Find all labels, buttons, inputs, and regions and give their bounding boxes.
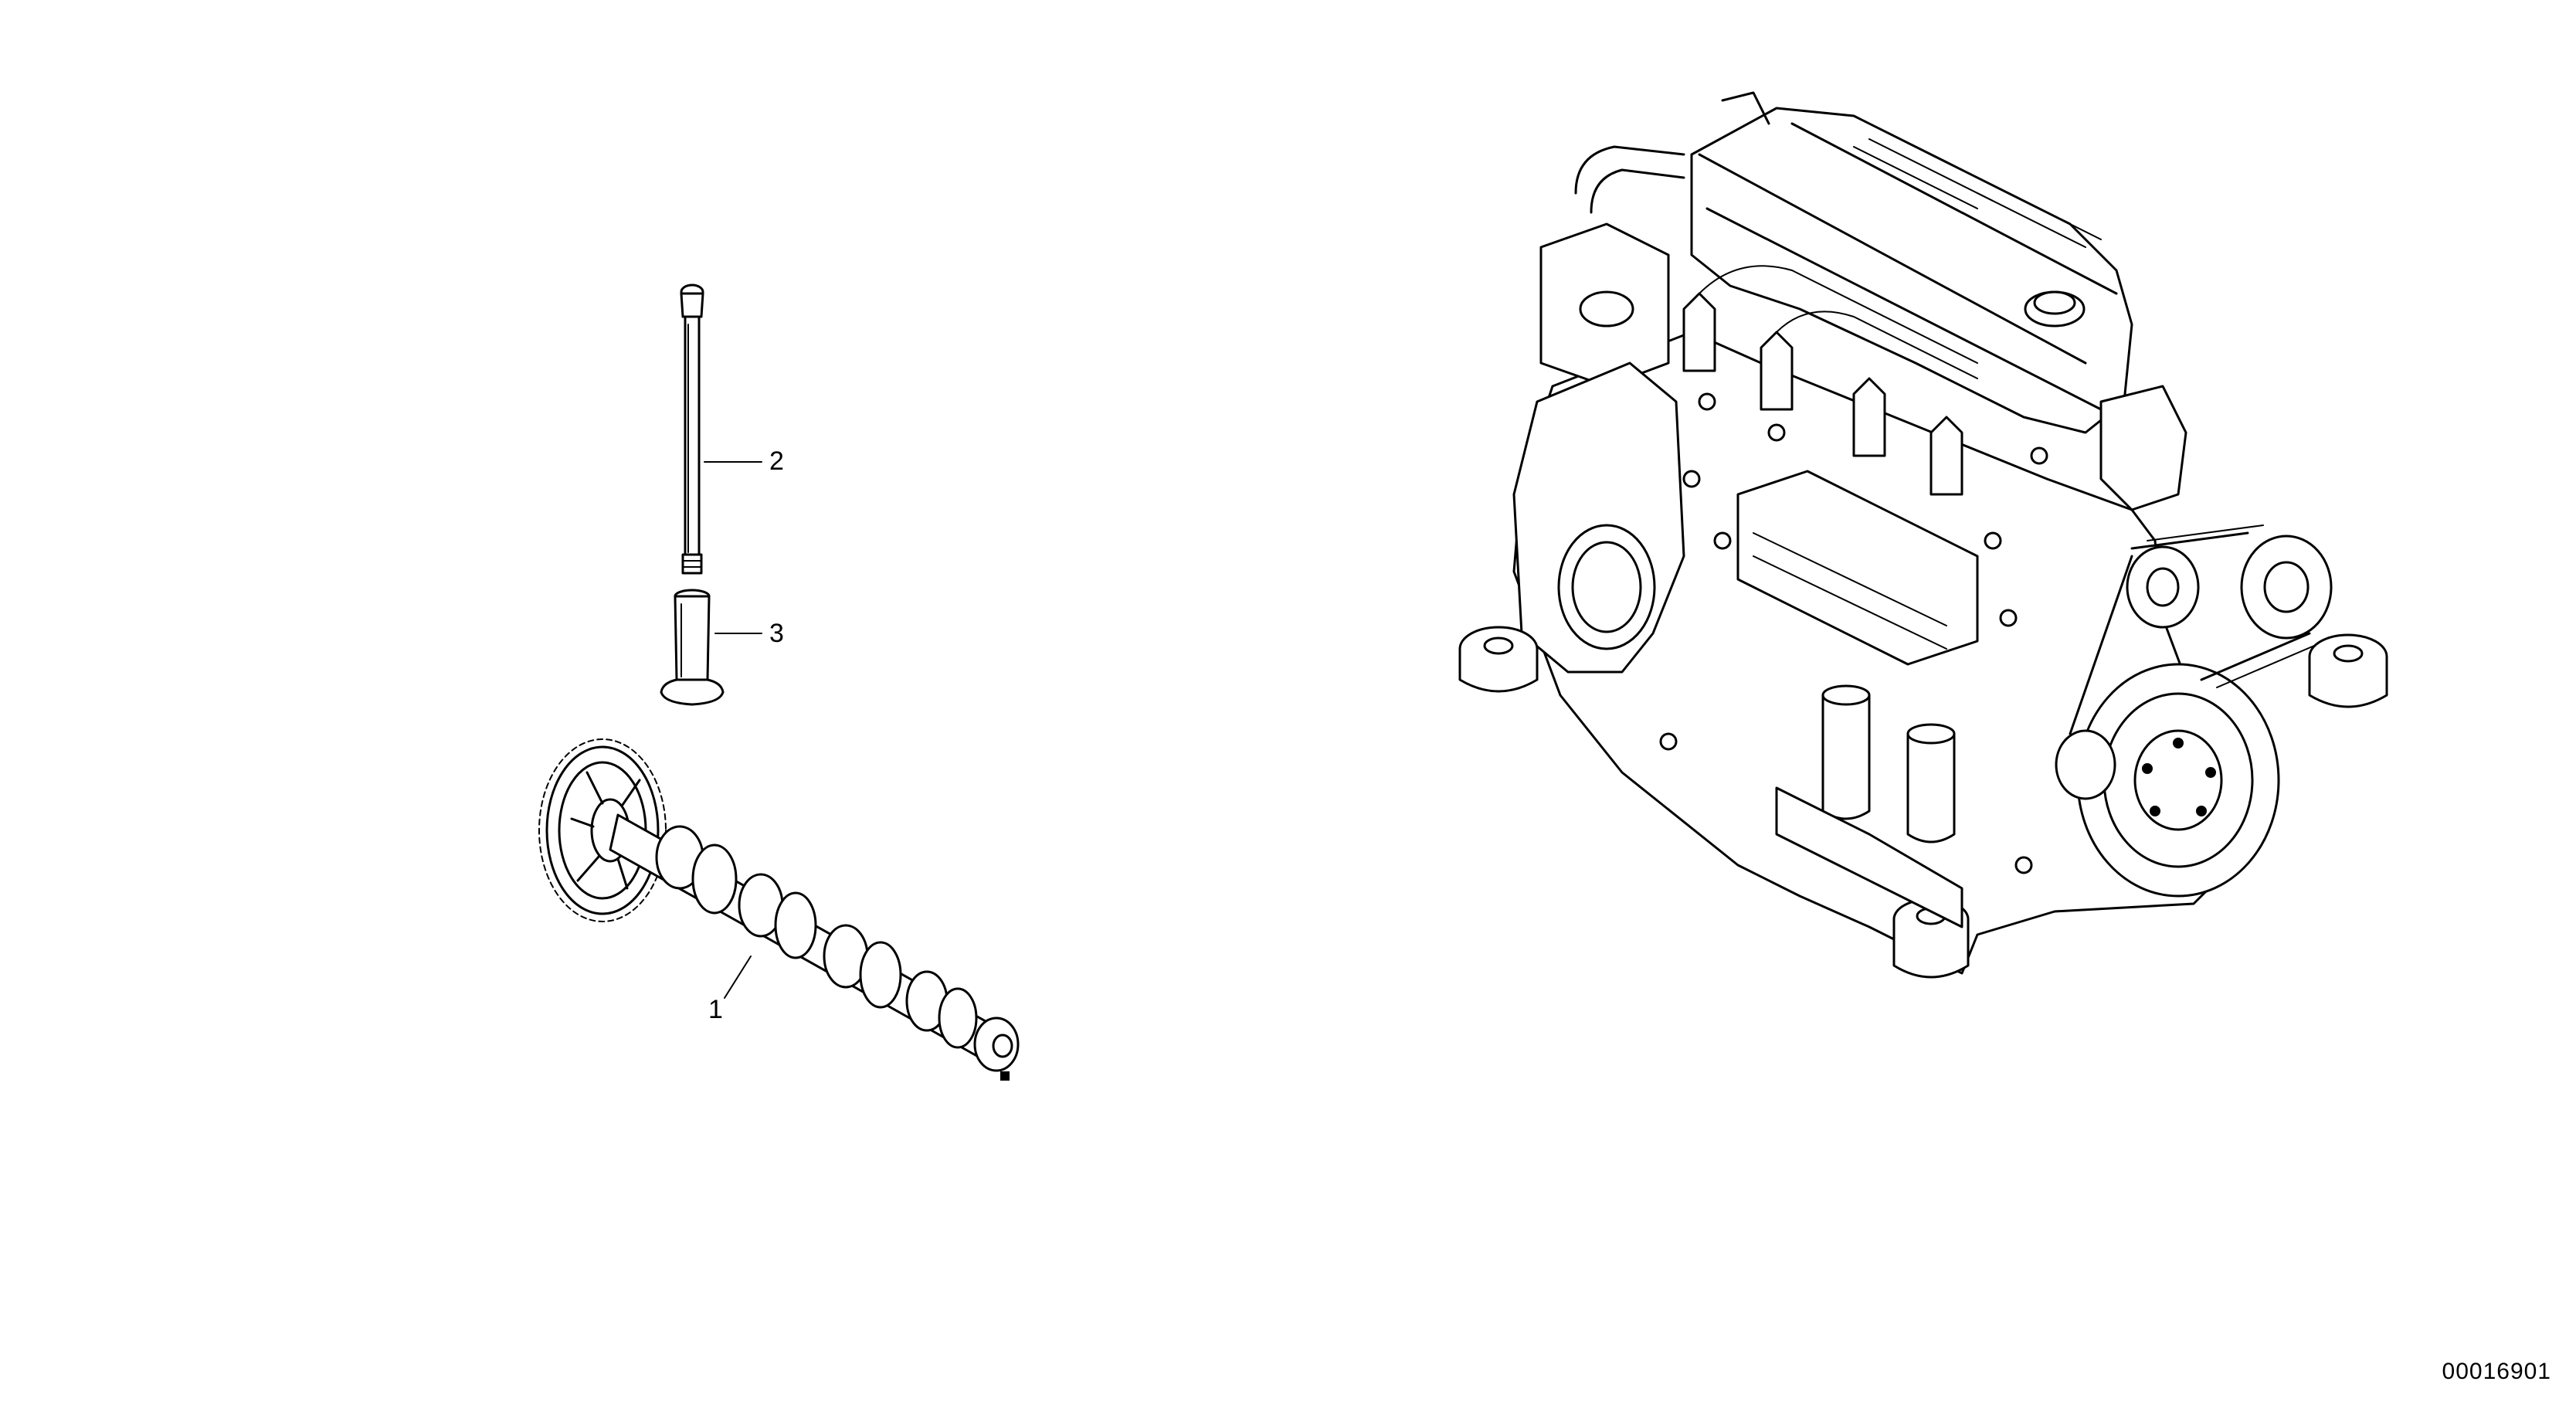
fuel-filters: [1821, 684, 1956, 843]
engine-assembly: [1458, 91, 2388, 979]
drawing-number: 00016901: [2442, 1359, 2551, 1384]
fuel-injectors: [1682, 265, 1978, 496]
camshaft-leader: [724, 955, 752, 999]
push-rod: [680, 283, 704, 575]
tappet: [660, 589, 725, 706]
callout-push-rod: 2: [769, 446, 784, 476]
engine-mounts: [1458, 626, 2388, 979]
crankshaft-pulley: [2076, 663, 2280, 898]
camshaft: [538, 738, 1020, 1081]
callout-tappet: 3: [769, 619, 784, 648]
callout-camshaft: 1: [708, 995, 723, 1024]
